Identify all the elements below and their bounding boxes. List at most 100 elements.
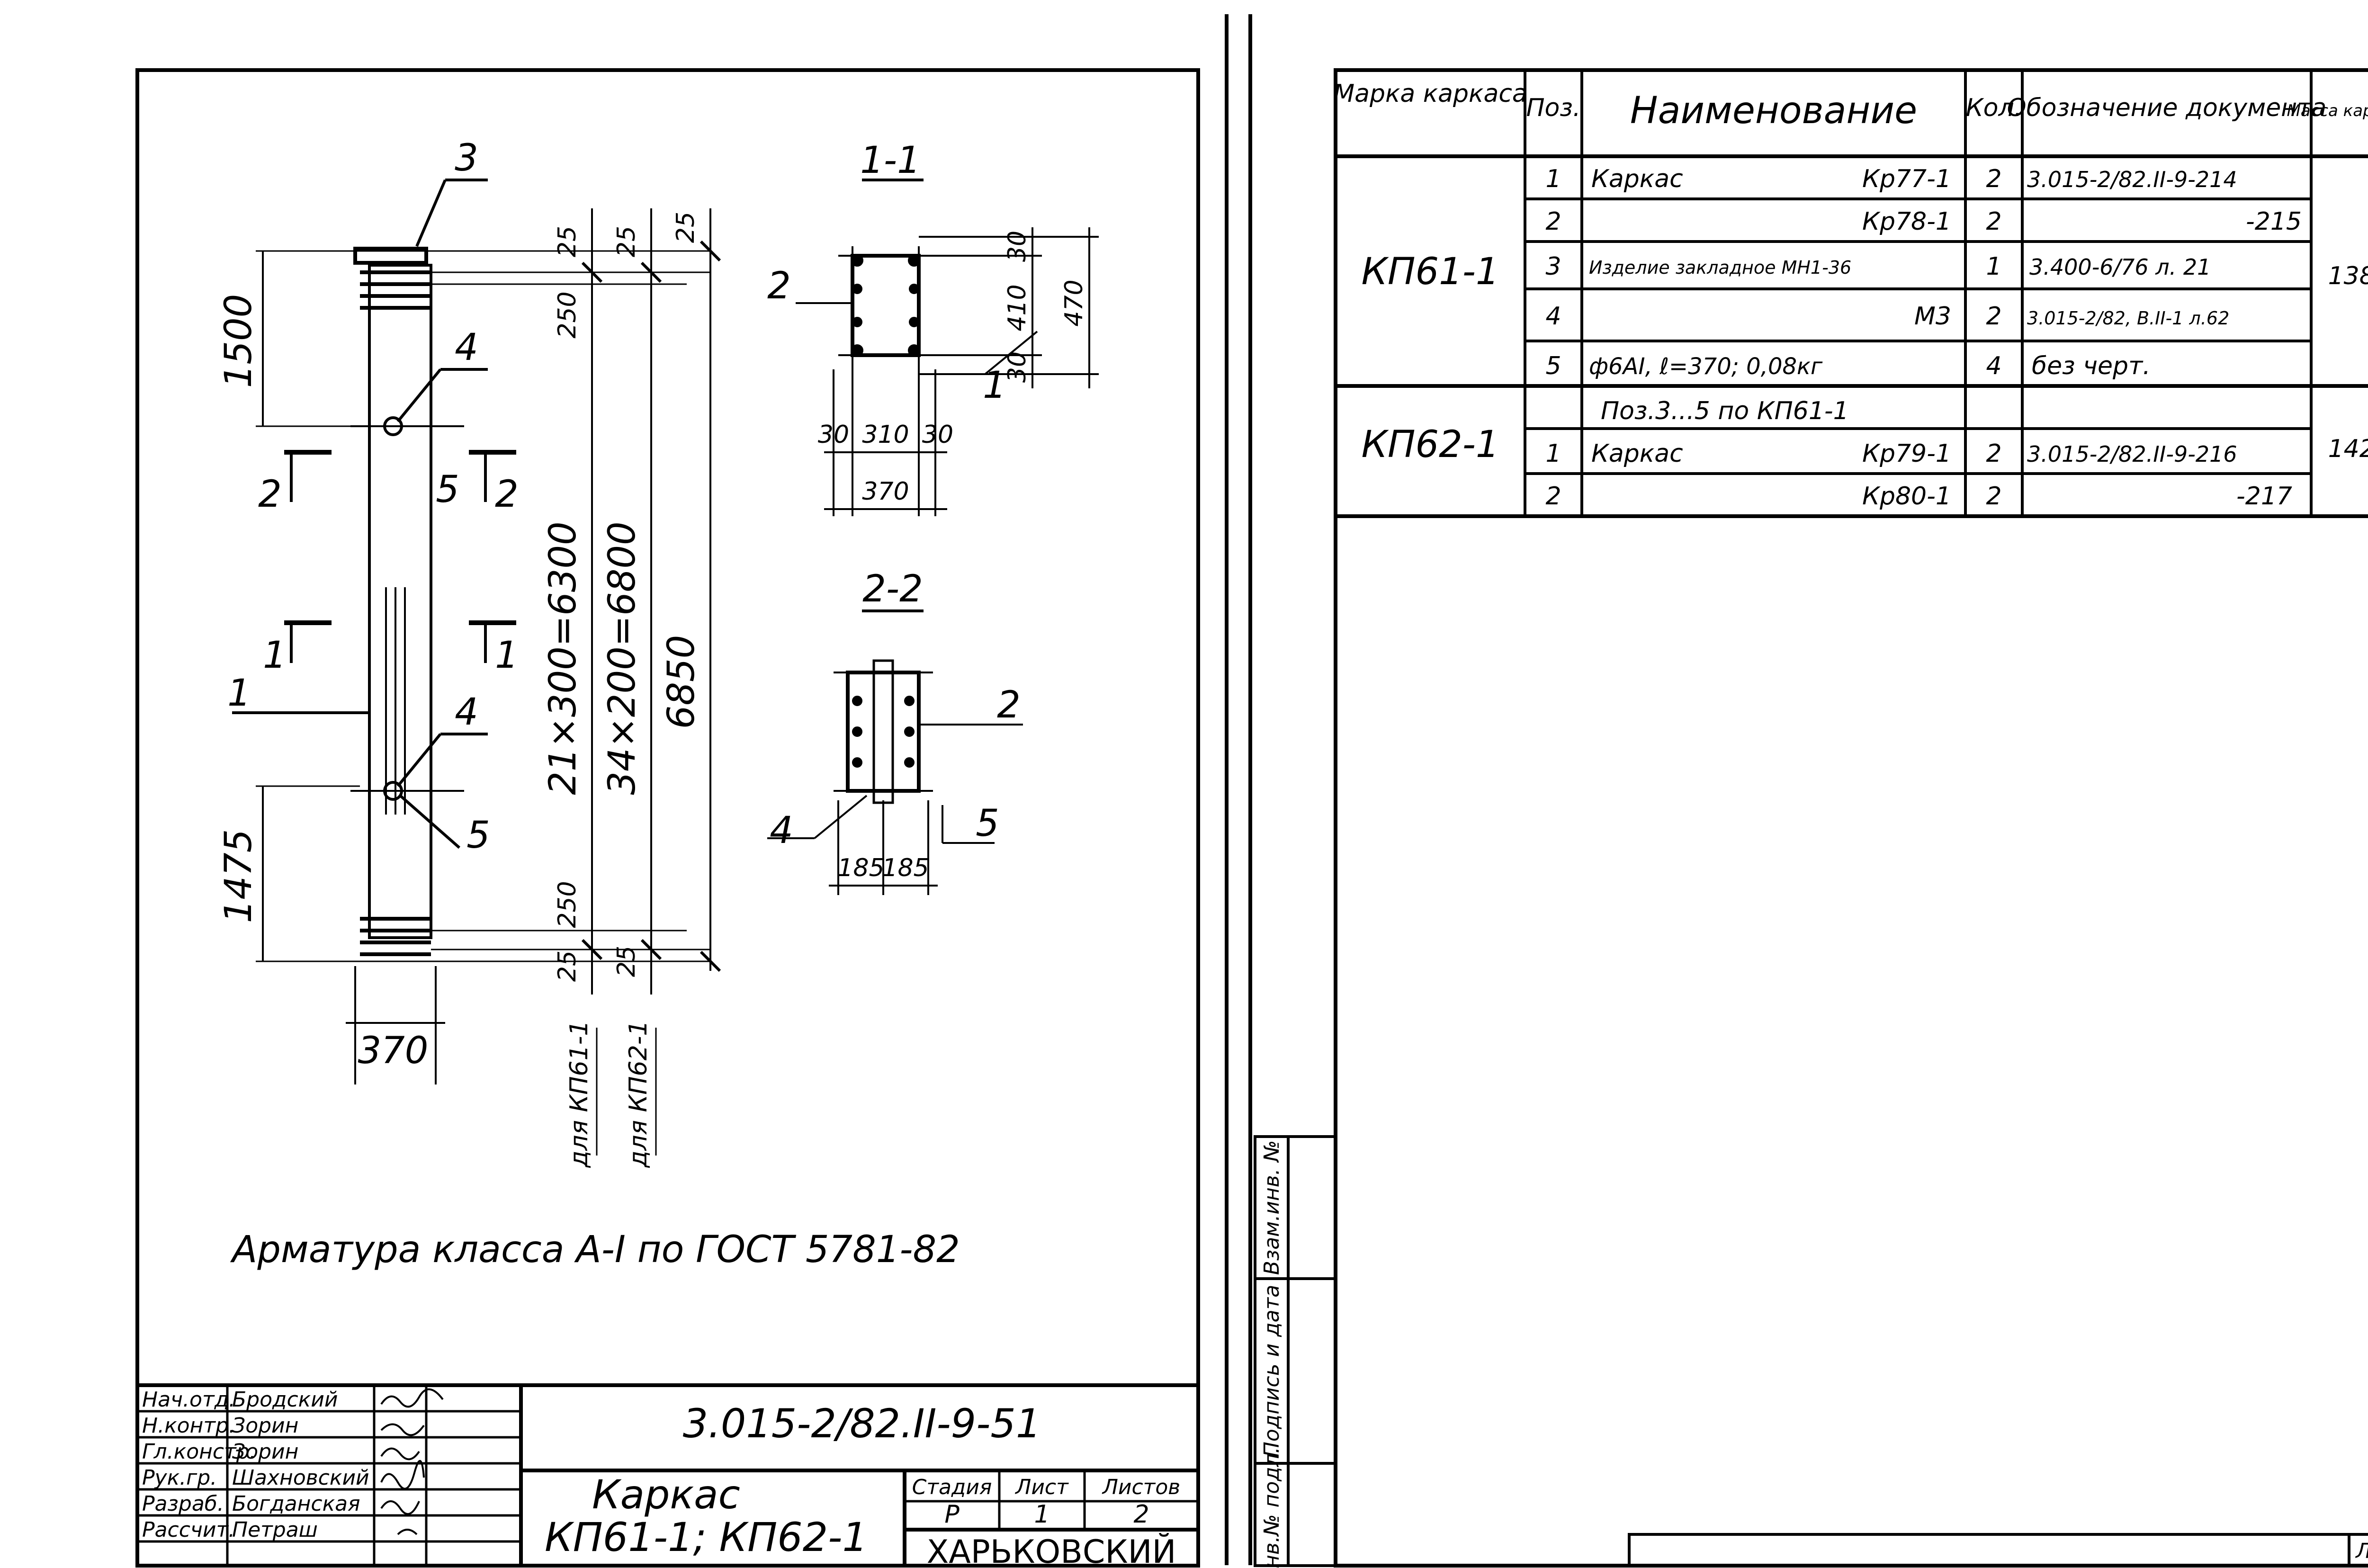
sec11-dim-h30b: 30 — [922, 421, 953, 449]
row3-doc: 3.400-6/76 л. 21 — [2029, 254, 2211, 280]
dim-6850: 6850 — [660, 635, 703, 729]
sheets-label: Листов — [1102, 1475, 1180, 1499]
sec11-dim-410: 410 — [1003, 284, 1032, 331]
staff-name-6: Петраш — [232, 1518, 318, 1542]
row2-qty: 2 — [1986, 207, 2001, 236]
hdr-mass: Масса каркаса, кг — [2287, 101, 2368, 120]
row3-qty: 1 — [1986, 252, 2001, 281]
section-1-1-title: 1-1 — [860, 139, 920, 182]
section-mark-2-left: 2 — [258, 473, 282, 516]
hdr-doc: Обозначение документа — [2007, 94, 2327, 122]
section-mark-1-left: 1 — [263, 634, 287, 677]
row8-pos: 2 — [1545, 482, 1561, 511]
for-kp62-label: для КП62-1 — [624, 1020, 653, 1168]
sheets-value: 2 — [1133, 1500, 1149, 1529]
row1-qty: 2 — [1986, 165, 2001, 193]
sec11-pos-2: 2 — [767, 265, 791, 307]
row7-name2: Кр79-1 — [1862, 439, 1951, 468]
sec11-dim-470: 470 — [1060, 279, 1088, 326]
row7-name: Каркас — [1591, 439, 1683, 468]
sec22-dim-185b: 185 — [882, 854, 929, 882]
row4-name2: М3 — [1914, 302, 1951, 331]
dim-370: 370 — [358, 1030, 429, 1072]
row8-doc: -217 — [2236, 482, 2292, 511]
sheet-frames — [135, 14, 2368, 1568]
staff-name-3: Зорин — [232, 1440, 298, 1464]
side-stamp-grid — [1254, 1135, 1337, 1567]
staff-role-4: Рук.гр. — [142, 1466, 217, 1490]
staff-role-6: Рассчит. — [142, 1518, 235, 1542]
row6-name: Поз.3...5 по КП61-1 — [1601, 397, 1849, 425]
row1-mass: 138,9 — [2328, 262, 2368, 290]
dim-1500: 1500 — [217, 294, 260, 388]
row5-pos: 5 — [1545, 352, 1561, 380]
hdr-mark-1: Марка каркаса — [1333, 80, 1527, 108]
pos-label-5-bottom: 5 — [466, 814, 490, 857]
row2-name2: Кр78-1 — [1862, 207, 1951, 236]
stage-value: Р — [944, 1500, 960, 1529]
dim-top-25b: 25 — [612, 226, 641, 257]
staff-name-4: Шахновский — [232, 1466, 369, 1490]
dim-34x200: 34×200=6800 — [601, 521, 644, 795]
sec11-dim-30b: 30 — [1003, 351, 1032, 383]
side-stamp-orig: Инв.№ подл. — [1260, 1447, 1284, 1568]
sec22-pos-4: 4 — [770, 809, 793, 852]
staff-role-1: Нач.отд. — [142, 1388, 235, 1412]
row5-name: ф6АI, ℓ=370; 0,08кг — [1589, 353, 1823, 380]
pos-label-4-bottom: 4 — [455, 691, 478, 734]
sec22-pos-5: 5 — [976, 802, 999, 845]
dim-bottom-250: 250 — [553, 881, 582, 928]
row6-mark: КП62-1 — [1361, 423, 1499, 466]
section-mark-1-right: 1 — [495, 634, 519, 677]
sec22-dim-185a: 185 — [837, 854, 884, 882]
dim-bottom-25b: 25 — [612, 946, 641, 977]
staff-role-5: Разраб. — [142, 1492, 224, 1516]
row3-name: Изделие закладное МН1-36 — [1589, 257, 1851, 278]
pos-label-1: 1 — [227, 672, 251, 715]
row7-doc: 3.015-2/82.II-9-216 — [2027, 441, 2237, 467]
row8-name2: Кр80-1 — [1862, 482, 1951, 511]
spec-table-grid — [1336, 70, 2368, 518]
pos-label-4-top: 4 — [455, 326, 478, 369]
row1-name2: Кр77-1 — [1862, 165, 1951, 193]
row1-mark: КП61-1 — [1361, 251, 1499, 293]
staff-role-2: Н.контр. — [142, 1414, 235, 1438]
section-mark-2-right: 2 — [495, 473, 519, 516]
row2-pos: 2 — [1545, 207, 1561, 236]
sec11-dim-h370: 370 — [862, 477, 909, 506]
staff-name-5: Богданская — [232, 1492, 360, 1516]
title-line-2: КП61-1; КП62-1 — [545, 1514, 868, 1560]
side-stamp-sign: Подпись и дата — [1260, 1285, 1284, 1457]
reinforcement-note: Арматура класса А-I по ГОСТ 5781-82 — [230, 1228, 960, 1271]
column-elevation — [232, 179, 721, 1156]
row4-doc: 3.015-2/82, В.II-1 л.62 — [2027, 308, 2229, 329]
row5-qty: 4 — [1986, 352, 2001, 380]
section-1-1 — [796, 179, 1099, 516]
doc-code: 3.015-2/82.II-9-51 — [683, 1400, 1041, 1447]
section-2-2-title: 2-2 — [862, 568, 923, 610]
row4-qty: 2 — [1986, 302, 2001, 331]
row3-pos: 3 — [1545, 252, 1561, 281]
row6-mass: 142,9 — [2328, 435, 2368, 463]
organization: ХАРЬКОВСКИЙ — [927, 1533, 1176, 1568]
staff-role-3: Гл.констр. — [142, 1440, 256, 1464]
dim-1475: 1475 — [217, 829, 260, 923]
row1-name: Каркас — [1591, 165, 1683, 193]
hdr-pos: Поз. — [1526, 94, 1580, 122]
row1-doc: 3.015-2/82.II-9-214 — [2027, 167, 2237, 192]
sheet-label: Лист — [1014, 1475, 1069, 1499]
row8-qty: 2 — [1986, 482, 2001, 511]
sec11-dim-h310: 310 — [862, 421, 909, 449]
sec11-dim-30a: 30 — [1003, 231, 1032, 262]
pos-label-5-top: 5 — [436, 468, 459, 511]
signatures — [380, 1388, 444, 1535]
title-block-grid — [137, 1383, 1198, 1566]
sec11-dim-h30a: 30 — [818, 421, 849, 449]
staff-name-1: Бродский — [232, 1388, 338, 1412]
row7-qty: 2 — [1986, 439, 2001, 468]
for-kp61-label: для КП61-1 — [565, 1020, 593, 1168]
row7-pos: 1 — [1545, 439, 1561, 468]
stage-label: Стадия — [912, 1475, 992, 1499]
corner-sheet-label: Лист — [2355, 1539, 2368, 1563]
